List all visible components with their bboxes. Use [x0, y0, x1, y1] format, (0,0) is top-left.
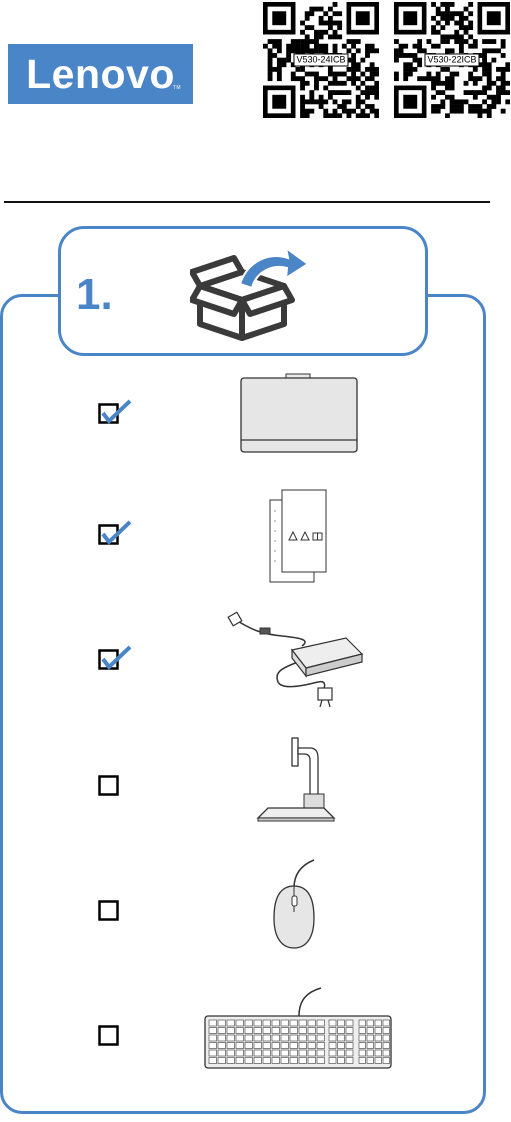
divider [4, 201, 490, 203]
lenovo-logo: Lenovo TM [8, 44, 193, 104]
qr-label-2: V530-22ICB [424, 54, 479, 67]
checkbox-documents[interactable] [98, 520, 148, 550]
qr-label-1: V530-24ICB [293, 54, 348, 67]
stand-icon [256, 734, 336, 824]
step-number: 1. [76, 270, 113, 320]
checkbox-keyboard[interactable] [98, 1025, 119, 1046]
power-adapter-icon [222, 610, 372, 710]
checkbox-mouse[interactable] [98, 900, 119, 921]
mouse-icon [268, 858, 322, 952]
checkbox-stand[interactable] [98, 775, 119, 796]
keyboard-icon [203, 984, 393, 1070]
qr-code-2[interactable]: V530-22ICB [394, 2, 510, 118]
checkbox-power-adapter[interactable] [98, 645, 148, 675]
qr-code-1[interactable]: V530-24ICB [263, 2, 379, 118]
unbox-icon [190, 238, 310, 342]
checkbox-monitor[interactable] [98, 399, 148, 429]
trademark: TM [173, 85, 181, 91]
monitor-icon [238, 372, 360, 456]
brand-name: Lenovo [26, 51, 175, 98]
documents-icon [268, 488, 330, 584]
